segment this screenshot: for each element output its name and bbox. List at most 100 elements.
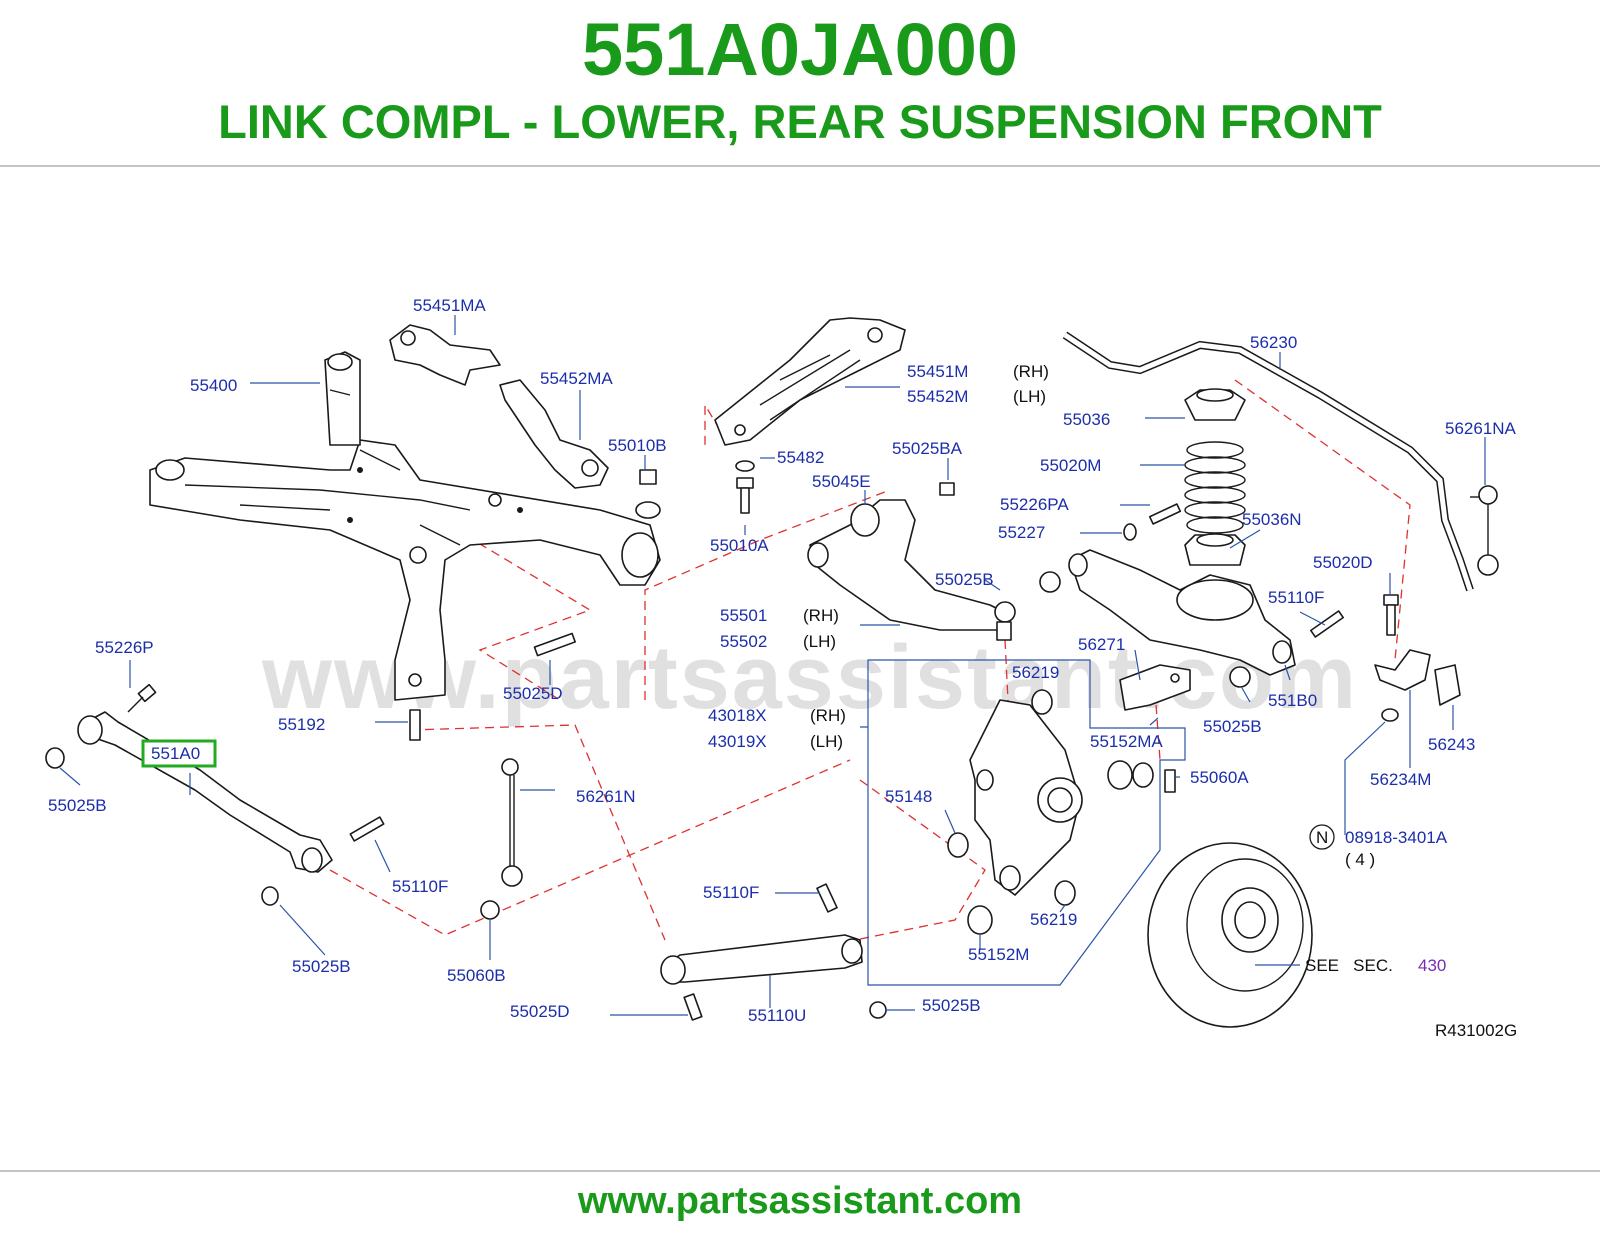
callout-55152MA[interactable]: 55152MA — [1090, 732, 1163, 751]
see-section-link[interactable]: 430 — [1418, 956, 1446, 975]
callout-55400[interactable]: 55400 — [190, 376, 237, 395]
callout-55110F-mid[interactable]: 55110F — [392, 877, 448, 896]
callout-55060B[interactable]: 55060B — [447, 966, 506, 985]
stabilizer-bar-56230[interactable] — [1062, 331, 1474, 592]
bolt-55020D[interactable] — [1383, 594, 1399, 636]
bushing-55010B[interactable] — [635, 469, 661, 519]
callout-55110F-lower[interactable]: 55110F — [703, 883, 759, 902]
callout-55020M[interactable]: 55020M — [1040, 456, 1101, 475]
header-divider — [0, 165, 1600, 167]
nut-08918-3401A[interactable] — [1381, 708, 1399, 722]
callout-55452MA[interactable]: 55452MA — [540, 369, 613, 388]
bracket-56271[interactable] — [1119, 664, 1191, 711]
plate-55451M[interactable] — [714, 317, 906, 446]
callout-55010A[interactable]: 55010A — [710, 536, 769, 555]
footer-url-link[interactable]: www.partsassistant.com — [577, 1180, 1023, 1222]
knuckle-43018X[interactable] — [969, 699, 1083, 896]
callout-551A0-highlighted[interactable]: 551A0 — [151, 744, 200, 763]
upper-arm-55501[interactable] — [807, 499, 1016, 641]
callout-55025B-upper[interactable]: 55025B — [935, 570, 994, 589]
bolt-55110F-right[interactable] — [1309, 610, 1345, 638]
bushing-56243[interactable] — [1434, 664, 1461, 706]
callout-55148[interactable]: 55148 — [885, 787, 932, 806]
callout-55025B-left[interactable]: 55025B — [48, 796, 107, 815]
callout-55451M-side: (RH) — [1013, 362, 1049, 381]
callout-55025B-lower[interactable]: 55025B — [922, 996, 981, 1015]
callout-08918-3401A[interactable]: 08918-3401A — [1345, 828, 1448, 847]
nut-55025BA[interactable] — [939, 482, 955, 496]
callout-56261N[interactable]: 56261N — [576, 787, 636, 806]
callout-55482[interactable]: 55482 — [777, 448, 824, 467]
nut-55025B-left[interactable] — [45, 747, 65, 769]
callout-55152M[interactable]: 55152M — [968, 945, 1029, 964]
callout-55226P[interactable]: 55226P — [95, 638, 154, 657]
washer-55227[interactable] — [1123, 523, 1137, 541]
callout-55025D-lower[interactable]: 55025D — [510, 1002, 570, 1021]
callout-55010B[interactable]: 55010B — [608, 436, 667, 455]
callout-55060A[interactable]: 55060A — [1190, 768, 1249, 787]
washer-55482[interactable] — [735, 460, 755, 472]
callout-56243[interactable]: 56243 — [1428, 735, 1475, 754]
callout-56219-lower[interactable]: 56219 — [1030, 910, 1077, 929]
bolt-55226P[interactable] — [127, 683, 157, 713]
lower-arm-551B0[interactable] — [1068, 549, 1296, 676]
nut-55025B-lower[interactable] — [869, 1001, 887, 1019]
bolt-55110F-mid[interactable] — [349, 816, 385, 842]
callout-55025BA[interactable]: 55025BA — [892, 439, 963, 458]
bolt-55110F-lower[interactable] — [816, 883, 838, 913]
spring-seat-55036N[interactable] — [1184, 533, 1246, 566]
bracket-55451MA[interactable] — [389, 324, 501, 386]
callout-56230[interactable]: 56230 — [1250, 333, 1297, 352]
link-55110U[interactable] — [660, 934, 863, 985]
callout-55452M[interactable]: 55452M — [907, 387, 968, 406]
stabilizer-link-56261N[interactable] — [501, 758, 523, 887]
callout-43019X[interactable]: 43019X — [708, 732, 767, 751]
arm-55452MA[interactable] — [499, 379, 609, 489]
callout-55036[interactable]: 55036 — [1063, 410, 1110, 429]
bolt-55060A[interactable] — [1164, 769, 1176, 793]
callout-43018X[interactable]: 43018X — [708, 706, 767, 725]
callout-55025B-bottom[interactable]: 55025B — [292, 957, 351, 976]
n-symbol-circle — [1309, 824, 1335, 850]
callout-55192[interactable]: 55192 — [278, 715, 325, 734]
brake-disc[interactable] — [1147, 842, 1313, 1028]
bushing-56219-upper[interactable] — [1031, 689, 1053, 715]
nut-55025B-bottom[interactable] — [261, 886, 279, 906]
callout-55025D-upper[interactable]: 55025D — [503, 684, 563, 703]
callout-55045E[interactable]: 55045E — [812, 472, 871, 491]
coil-spring-55020M[interactable] — [1184, 441, 1246, 534]
bolt-55226PA[interactable] — [1148, 503, 1182, 525]
bushing-55152M[interactable] — [967, 905, 993, 935]
callout-55110F-right[interactable]: 55110F — [1268, 588, 1324, 607]
callout-56271[interactable]: 56271 — [1078, 635, 1125, 654]
bushing-55152MA[interactable] — [1107, 760, 1154, 790]
callout-55451M[interactable]: 55451M — [907, 362, 968, 381]
nut-55060B[interactable] — [480, 900, 500, 920]
callout-55025B-right[interactable]: 55025B — [1203, 717, 1262, 736]
bushing-56219-lower[interactable] — [1054, 880, 1076, 906]
bolt-55025D-lower[interactable] — [683, 993, 703, 1021]
subframe-55400[interactable] — [149, 351, 661, 701]
callout-55501[interactable]: 55501 — [720, 606, 767, 625]
callout-55451MA[interactable]: 55451MA — [413, 296, 486, 315]
callout-55110U[interactable]: 55110U — [748, 1006, 806, 1025]
bracket-56234M[interactable] — [1374, 649, 1431, 691]
callout-55226PA[interactable]: 55226PA — [1000, 495, 1069, 514]
pin-55192[interactable] — [409, 709, 421, 741]
callout-55020D[interactable]: 55020D — [1313, 553, 1373, 572]
bolt-55025D-upper[interactable] — [533, 632, 576, 657]
callout-55227[interactable]: 55227 — [998, 523, 1045, 542]
callout-56219-upper[interactable]: 56219 — [1012, 663, 1059, 682]
lower-link-551A0[interactable] — [77, 711, 333, 873]
callout-55502[interactable]: 55502 — [720, 632, 767, 651]
nut-55025B-right[interactable] — [1039, 571, 1251, 688]
stabilizer-link-56261NA[interactable] — [1470, 485, 1499, 576]
spring-seat-55036[interactable] — [1184, 388, 1246, 421]
callout-56261NA[interactable]: 56261NA — [1445, 419, 1517, 438]
callout-551B0[interactable]: 551B0 — [1268, 691, 1317, 710]
bushing-55148[interactable] — [947, 832, 969, 858]
callout-56234M[interactable]: 56234M — [1370, 770, 1431, 789]
bolt-55010A[interactable] — [736, 477, 754, 514]
callout-55036N[interactable]: 55036N — [1242, 510, 1302, 529]
highlight-box — [141, 739, 217, 768]
